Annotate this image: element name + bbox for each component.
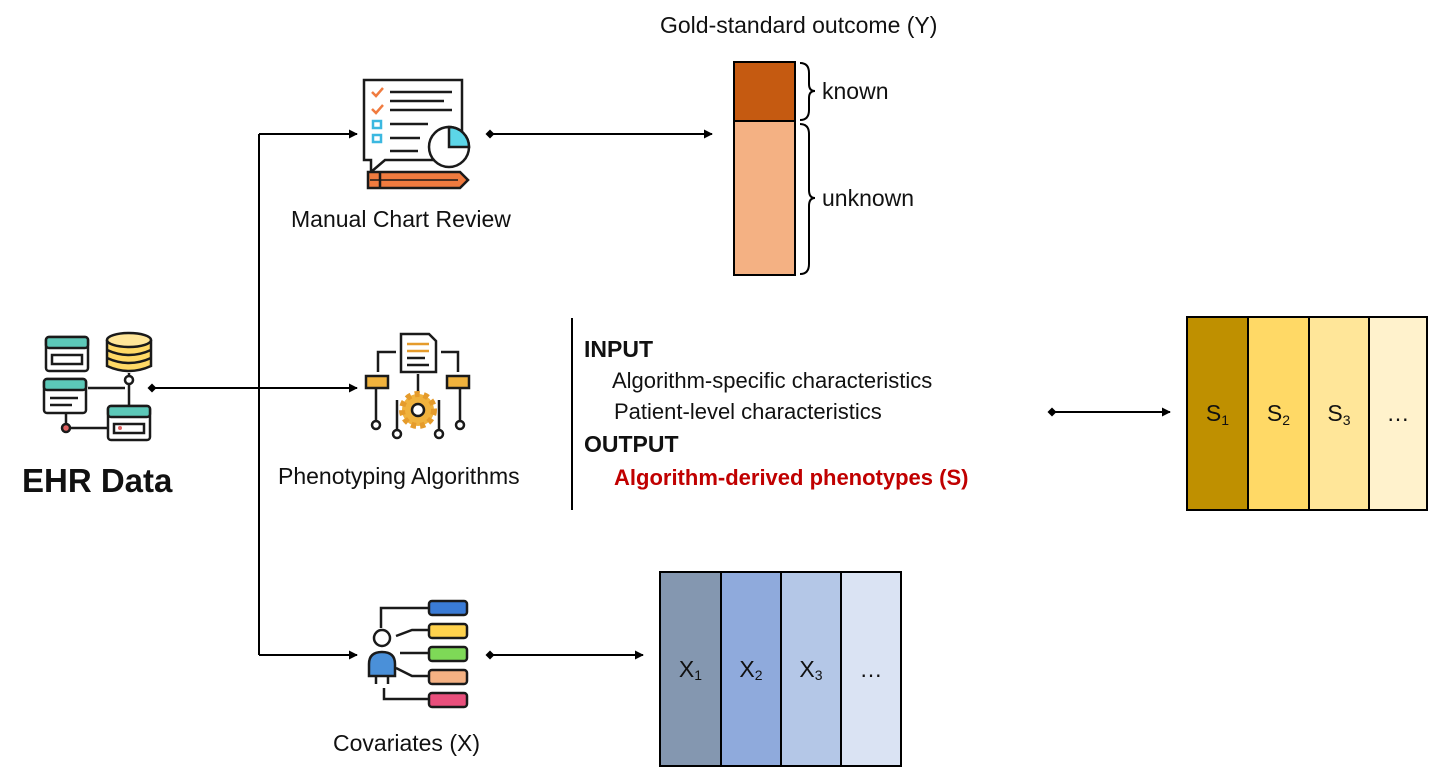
s-cell-more <box>1368 316 1428 511</box>
chart-review-label: Manual Chart Review <box>291 206 511 232</box>
input-item-patient: Patient-level characteristics <box>614 399 882 424</box>
s-cell-3 <box>1308 316 1370 511</box>
s-cell-more-label: … <box>1386 400 1410 426</box>
input-item-algorithm: Algorithm-specific characteristics <box>612 368 933 393</box>
x-cell-1 <box>659 571 722 767</box>
gold-standard-bar <box>733 61 796 276</box>
checklist-report-icon <box>362 78 471 190</box>
x-cell-more-label: … <box>859 655 883 682</box>
s-cell-2 <box>1247 316 1310 511</box>
s-matrix <box>1186 316 1428 511</box>
gold-bar-unknown-segment <box>733 120 796 276</box>
gold-standard-title: Gold-standard outcome (Y) <box>660 12 938 38</box>
s-cell-1 <box>1186 316 1249 511</box>
x-cell-3 <box>780 571 842 767</box>
x-cell-2 <box>720 571 782 767</box>
output-heading: OUTPUT <box>584 431 679 457</box>
covariates-label: Covariates (X) <box>333 730 480 756</box>
x-cell-more <box>840 571 902 767</box>
known-brace <box>799 62 816 121</box>
ehr-data-label: EHR Data <box>22 462 173 499</box>
known-label: known <box>822 78 889 104</box>
output-item: Algorithm-derived phenotypes (S) <box>614 465 969 490</box>
unknown-label: unknown <box>822 185 915 211</box>
database-network-icon <box>42 331 153 442</box>
x-matrix <box>659 571 902 767</box>
person-variables-icon <box>367 599 469 709</box>
gold-bar-known-segment <box>733 61 796 122</box>
phenotyping-label: Phenotyping Algorithms <box>278 463 520 489</box>
input-heading: INPUT <box>584 336 653 362</box>
algorithm-gear-icon <box>364 332 471 440</box>
unknown-brace <box>799 123 816 275</box>
